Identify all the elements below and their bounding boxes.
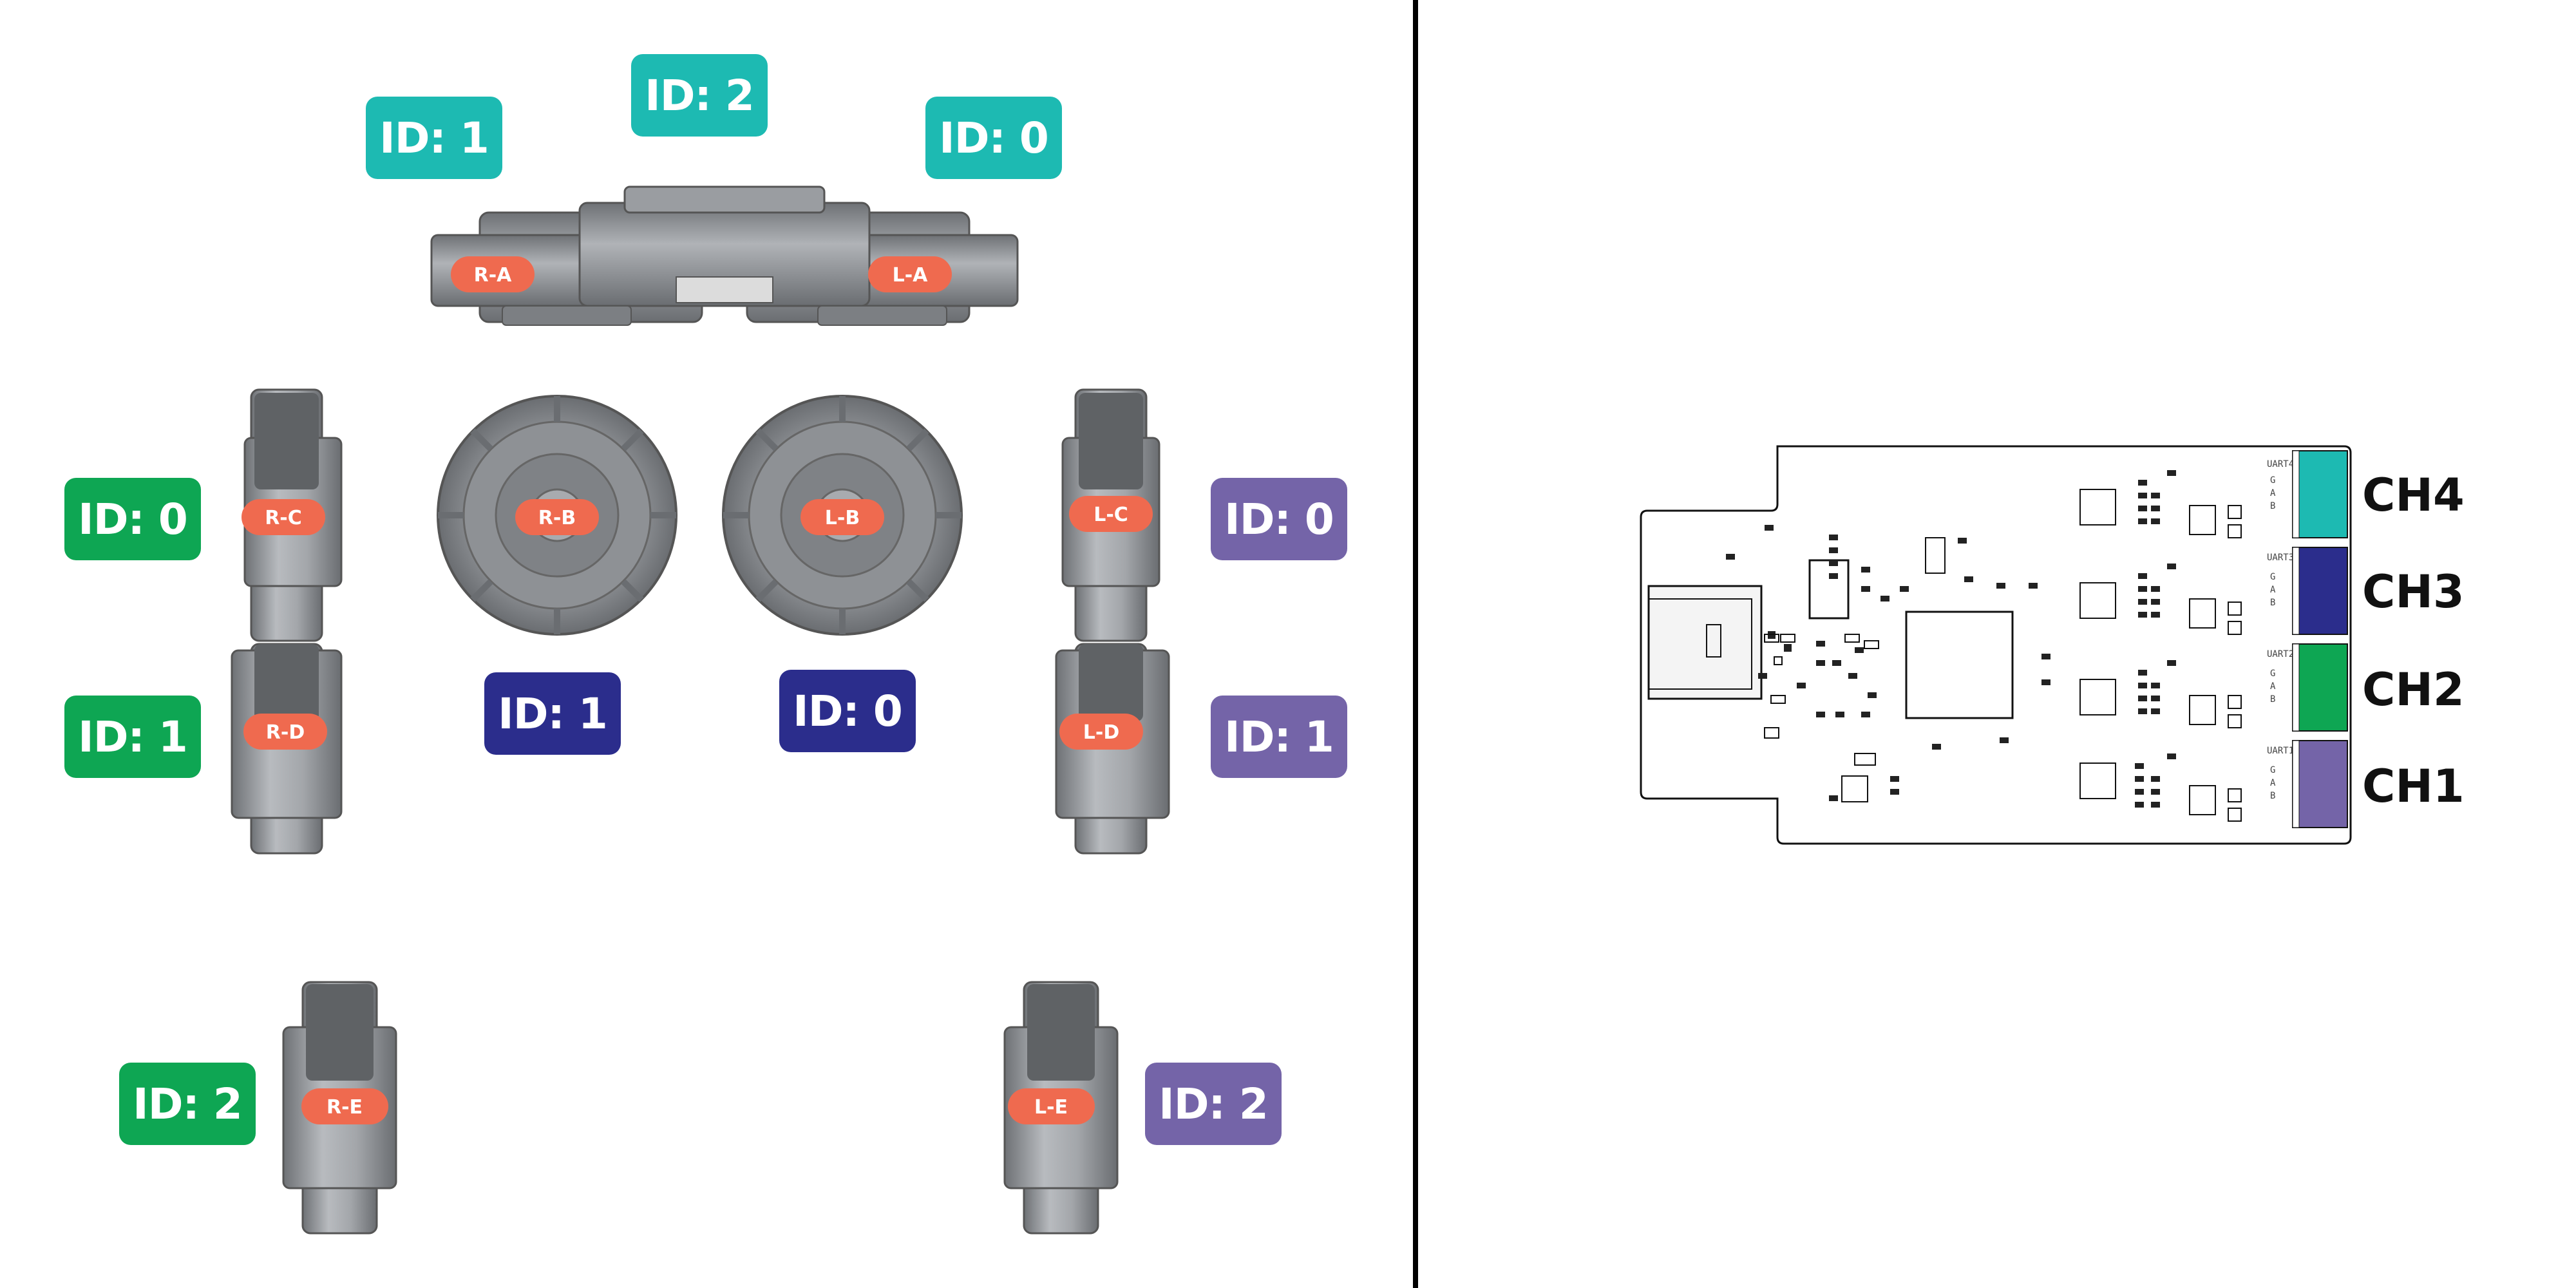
motor-tag-r-b: R-B bbox=[515, 499, 599, 535]
id-label-l-e: ID: 2 bbox=[1145, 1063, 1282, 1145]
svg-text:A: A bbox=[2270, 681, 2276, 692]
svg-text:L-D: L-D bbox=[1083, 721, 1119, 744]
svg-text:A: A bbox=[2270, 585, 2276, 595]
svg-text:UART3: UART3 bbox=[2267, 553, 2294, 563]
svg-text:R-A: R-A bbox=[474, 264, 513, 287]
motor-tag-l-c: L-C bbox=[1069, 496, 1153, 532]
svg-text:L-E: L-E bbox=[1034, 1096, 1068, 1119]
id-label-r-d: ID: 1 bbox=[64, 696, 201, 778]
motor-layout-graphic: R-A L-A R-B L-B R-C L-C R-D L-D R-E L-E bbox=[231, 185, 1170, 1235]
connector-ch3 bbox=[2292, 547, 2348, 635]
svg-text:B: B bbox=[2270, 694, 2275, 705]
motor-tag-r-d: R-D bbox=[243, 714, 327, 750]
id-label-top-center: ID: 2 bbox=[631, 54, 768, 137]
svg-text:R-C: R-C bbox=[265, 507, 302, 529]
top-motor-assembly bbox=[430, 185, 1019, 326]
channel-label-ch3: CH3 bbox=[2362, 565, 2465, 618]
channel-label-ch1: CH1 bbox=[2362, 760, 2465, 813]
svg-text:UART2: UART2 bbox=[2267, 649, 2294, 659]
svg-text:R-D: R-D bbox=[266, 721, 305, 744]
svg-text:G: G bbox=[2270, 572, 2275, 582]
svg-text:G: G bbox=[2270, 765, 2275, 775]
id-label-l-d: ID: 1 bbox=[1211, 696, 1347, 778]
svg-text:L-A: L-A bbox=[893, 264, 929, 287]
channel-label-ch4: CH4 bbox=[2362, 469, 2465, 522]
svg-text:B: B bbox=[2270, 598, 2275, 608]
id-label-r-e: ID: 2 bbox=[119, 1063, 256, 1145]
motor-tag-r-a: R-A bbox=[451, 256, 535, 292]
svg-text:R-E: R-E bbox=[327, 1096, 363, 1119]
svg-text:UART1: UART1 bbox=[2267, 746, 2294, 756]
id-label-r-c: ID: 0 bbox=[64, 478, 201, 560]
svg-text:L-B: L-B bbox=[825, 507, 860, 529]
id-label-r-b: ID: 1 bbox=[484, 672, 621, 755]
channel-label-ch2: CH2 bbox=[2362, 663, 2465, 716]
svg-text:G: G bbox=[2270, 475, 2275, 486]
id-label-l-c: ID: 0 bbox=[1211, 478, 1347, 560]
motor-tag-r-e: R-E bbox=[301, 1088, 388, 1124]
svg-text:G: G bbox=[2270, 668, 2275, 679]
motor-tag-l-b: L-B bbox=[800, 499, 884, 535]
panel-divider bbox=[1413, 0, 1418, 1288]
motor-tag-l-e: L-E bbox=[1008, 1088, 1095, 1124]
id-label-top-right: ID: 0 bbox=[925, 97, 1062, 179]
svg-text:B: B bbox=[2270, 791, 2275, 801]
motor-tag-r-c: R-C bbox=[242, 499, 325, 535]
id-label-top-left: ID: 1 bbox=[366, 97, 502, 179]
connector-ch1 bbox=[2292, 740, 2348, 828]
connector-ch4 bbox=[2292, 450, 2348, 538]
svg-text:R-B: R-B bbox=[538, 507, 576, 529]
connector-ch2 bbox=[2292, 643, 2348, 732]
svg-text:L-C: L-C bbox=[1094, 504, 1128, 526]
svg-text:UART4: UART4 bbox=[2267, 459, 2294, 469]
motor-tag-l-a: L-A bbox=[868, 256, 952, 292]
pcb-board-graphic: UART4 UART3 UART2 UART1 GAB GAB GAB GAB bbox=[1640, 445, 2352, 845]
svg-text:A: A bbox=[2270, 488, 2276, 498]
svg-text:A: A bbox=[2270, 778, 2276, 788]
motor-tag-l-d: L-D bbox=[1059, 714, 1143, 750]
svg-text:B: B bbox=[2270, 501, 2275, 511]
id-label-l-b: ID: 0 bbox=[779, 670, 916, 752]
